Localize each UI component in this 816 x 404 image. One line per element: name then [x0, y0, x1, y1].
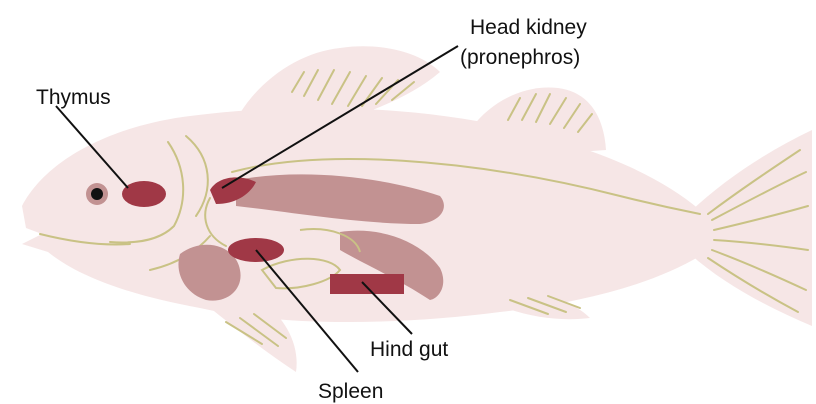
- hind-gut-organ: [330, 274, 404, 294]
- eye: [86, 183, 108, 205]
- label-pronephros: (pronephros): [460, 46, 580, 69]
- label-hind-gut: Hind gut: [370, 338, 448, 361]
- tail-fin: [690, 130, 812, 326]
- label-spleen: Spleen: [318, 380, 383, 403]
- thymus-organ: [122, 181, 166, 207]
- label-thymus: Thymus: [36, 86, 111, 109]
- label-head-kidney: Head kidney: [470, 16, 587, 39]
